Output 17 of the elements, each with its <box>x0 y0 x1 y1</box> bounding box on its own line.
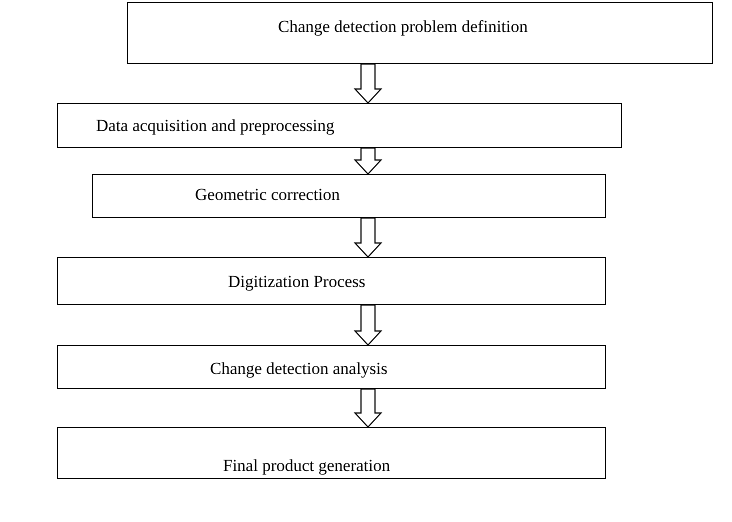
step-label: Digitization Process <box>228 272 366 292</box>
process-box <box>57 345 606 389</box>
process-box <box>57 257 606 305</box>
step-label: Change detection analysis <box>210 359 388 379</box>
block-arrow <box>354 304 382 346</box>
process-box <box>92 174 606 218</box>
block-arrow <box>354 388 382 428</box>
step-label: Change detection problem definition <box>278 17 528 37</box>
step-label: Final product generation <box>223 456 390 476</box>
block-arrow <box>354 217 382 258</box>
process-box <box>57 427 606 479</box>
block-arrow <box>354 147 382 175</box>
process-box <box>127 2 713 64</box>
step-label: Data acquisition and preprocessing <box>96 116 334 136</box>
block-arrow <box>354 63 382 104</box>
process-box <box>57 103 622 148</box>
step-label: Geometric correction <box>195 185 340 205</box>
